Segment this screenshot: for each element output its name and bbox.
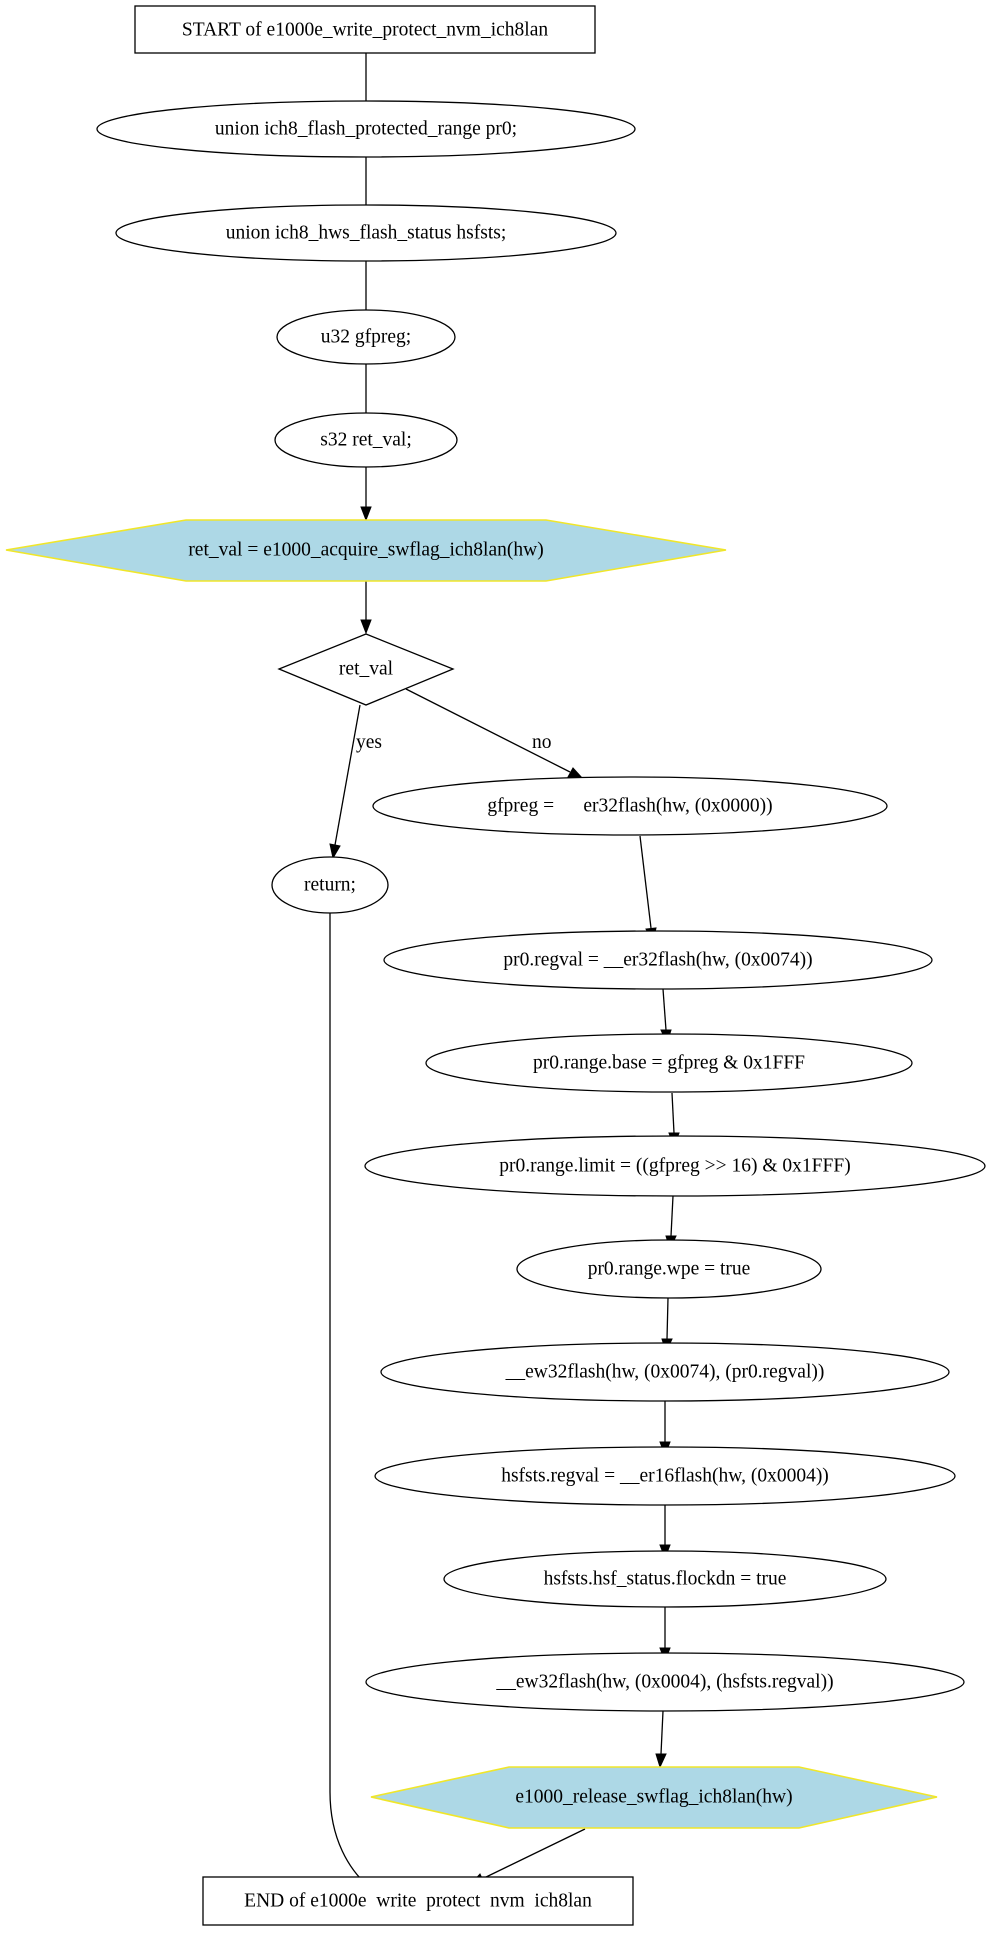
return-label: return;: [304, 875, 356, 896]
flockdn-label: hsfsts.hsf_status.flockdn = true: [544, 1569, 787, 1590]
start-label: START of e1000e_write_protect_nvm_ich8la…: [182, 20, 548, 41]
edge-ew32-hsfsts-to-release: [660, 1710, 664, 1755]
edge-return-to-end: [329, 913, 369, 1887]
gfpreg-read-label: gfpreg = er32flash(hw, (0x0000)): [487, 796, 772, 817]
edge-range-limit-to-wpe: [670, 1195, 674, 1237]
gfpreg-declaration-node: u32 gfpreg;: [276, 309, 456, 365]
acquire-swflag-label: ret_val = e1000_acquire_swflag_ich8lan(h…: [188, 540, 543, 561]
gfpreg-declaration-label: u32 gfpreg;: [321, 327, 411, 348]
hsfsts-regval-read-node: hsfsts.regval = __er16flash(hw, (0x0004)…: [374, 1446, 956, 1506]
pr0-regval-read-node: pr0.regval = __er32flash(hw, (0x0074)): [383, 930, 933, 990]
range-limit-label: pr0.range.limit = ((gfpreg >> 16) & 0x1F…: [499, 1156, 850, 1177]
end-node: END of e1000e write protect nvm ich8lan: [202, 1876, 634, 1926]
flockdn-node: hsfsts.hsf_status.flockdn = true: [443, 1550, 887, 1608]
edge-release-to-end: [481, 1828, 586, 1880]
range-wpe-node: pr0.range.wpe = true: [516, 1239, 822, 1299]
pr0-declaration-node: union ich8_flash_protected_range pr0;: [96, 100, 636, 158]
arrowhead: [360, 619, 372, 635]
arrowhead: [655, 1753, 667, 1769]
edge-cond-yes-to-return: [334, 704, 361, 846]
hsfsts-declaration-node: union ich8_hws_flash_status hsfsts;: [115, 204, 617, 262]
ret-val-declaration-label: s32 ret_val;: [320, 430, 412, 451]
ret-val-declaration-node: s32 ret_val;: [274, 412, 458, 468]
range-limit-node: pr0.range.limit = ((gfpreg >> 16) & 0x1F…: [364, 1135, 986, 1197]
return-node: return;: [271, 856, 389, 914]
release-swflag-label: e1000_release_swflag_ich8lan(hw): [515, 1787, 792, 1808]
edge-cond-no-to-gfpreg-read: [405, 688, 571, 773]
acquire-swflag-node: ret_val = e1000_acquire_swflag_ich8lan(h…: [5, 519, 727, 582]
ew32flash-pr0-node: __ew32flash(hw, (0x0074), (pr0.regval)): [380, 1342, 950, 1402]
arrowhead: [360, 506, 372, 522]
end-label: END of e1000e write protect nvm ich8lan: [244, 1891, 592, 1912]
range-base-node: pr0.range.base = gfpreg & 0x1FFF: [425, 1033, 913, 1093]
edge-wpe-to-ew32-pr0: [666, 1297, 669, 1340]
ret-val-condition-label: ret_val: [339, 659, 394, 680]
release-swflag-node: e1000_release_swflag_ich8lan(hw): [370, 1766, 938, 1829]
range-wpe-label: pr0.range.wpe = true: [588, 1259, 751, 1280]
edge-gfpreg-read-to-pr0-regval: [639, 835, 652, 929]
edge-pr0-regval-to-range-base: [662, 988, 667, 1031]
ew32flash-hsfsts-label: __ew32flash(hw, (0x0004), (hsfsts.regval…: [495, 1672, 833, 1693]
nodes: START of e1000e_write_protect_nvm_ich8la…: [5, 5, 986, 1926]
hsfsts-regval-read-label: hsfsts.regval = __er16flash(hw, (0x0004)…: [501, 1466, 829, 1487]
arrowhead: [329, 843, 341, 860]
pr0-regval-read-label: pr0.regval = __er32flash(hw, (0x0074)): [503, 950, 812, 971]
edge-range-base-to-range-limit: [671, 1092, 675, 1134]
hsfsts-declaration-label: union ich8_hws_flash_status hsfsts;: [226, 223, 507, 244]
ew32flash-pr0-label: __ew32flash(hw, (0x0074), (pr0.regval)): [505, 1362, 825, 1383]
range-base-label: pr0.range.base = gfpreg & 0x1FFF: [533, 1053, 805, 1074]
pr0-declaration-label: union ich8_flash_protected_range pr0;: [215, 119, 517, 140]
edge-label-no: no: [532, 732, 552, 753]
ret-val-condition-node: ret_val: [277, 633, 455, 706]
start-node: START of e1000e_write_protect_nvm_ich8la…: [134, 5, 596, 54]
gfpreg-read-node: gfpreg = er32flash(hw, (0x0000)): [372, 776, 888, 836]
edge-label-yes: yes: [356, 732, 382, 753]
ew32flash-hsfsts-node: __ew32flash(hw, (0x0004), (hsfsts.regval…: [365, 1652, 965, 1712]
